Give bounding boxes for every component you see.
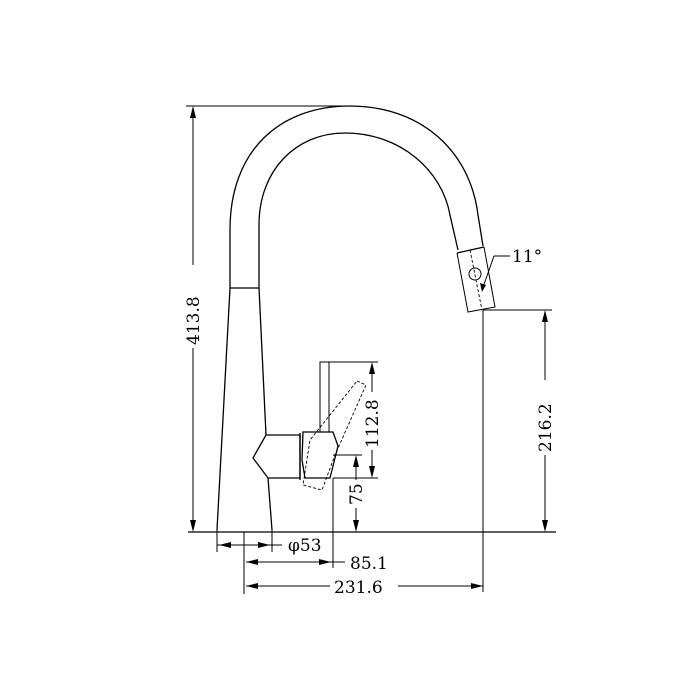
handle-height-label: 112.8 — [363, 399, 383, 448]
dimension-base-diameter: φ53 — [216, 530, 322, 556]
body-column — [216, 287, 273, 531]
overall-height-label: 413.8 — [184, 296, 204, 345]
reach-label: 231.6 — [334, 578, 383, 598]
body-to-outlet-label: 85.1 — [350, 554, 388, 574]
spout-outline — [229, 105, 484, 289]
dimension-overall-height: 413.8 — [184, 105, 350, 532]
dimension-body-to-outlet: 85.1 — [243, 530, 388, 594]
spout-height-label: 216.2 — [536, 403, 556, 452]
dimension-handle-height: 112.8 — [363, 362, 383, 478]
spray-head — [456, 246, 510, 313]
body-height-label: 75 — [347, 483, 367, 505]
dimension-reach: 231.6 — [246, 578, 483, 598]
spray-angle-label: 11° — [512, 247, 542, 267]
dimension-body-height: 75 — [347, 455, 367, 532]
dimension-spout-height: 216.2 — [482, 309, 556, 592]
base-diameter-label: φ53 — [288, 536, 322, 556]
